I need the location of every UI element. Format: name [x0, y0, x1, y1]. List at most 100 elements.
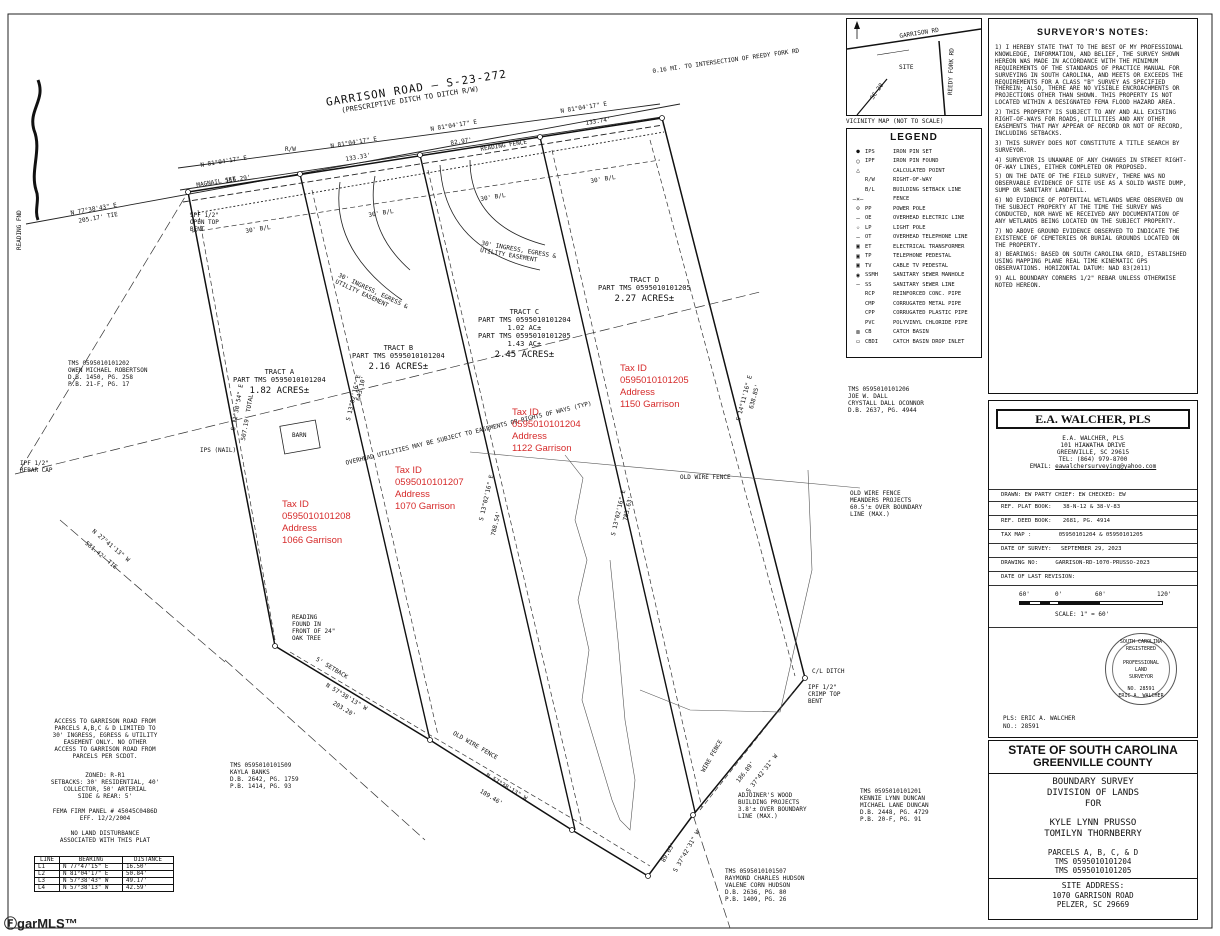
- note-8: 8) BEARINGS: BASED ON SOUTH CAROLINA GRI…: [995, 252, 1187, 273]
- title-block: E.A. WALCHER, PLS E.A. WALCHER, PLS 101 …: [988, 400, 1198, 738]
- tax-id-annotation-4: Tax ID 0595010101205 Address 1150 Garris…: [620, 363, 689, 410]
- note-9: 9) ALL BOUNDARY CORNERS 1/2" REBAR UNLES…: [995, 276, 1176, 290]
- notes-title: SURVEYOR'S NOTES:: [1037, 27, 1149, 37]
- mls-watermark: ⒻgarMLS™: [4, 916, 78, 931]
- setback-lines: [191, 139, 796, 867]
- state-title: STATE OF SOUTH CAROLINA: [1008, 743, 1178, 757]
- pls-name: PLS: ERIC A. WALCHER: [1003, 715, 1076, 722]
- scale-bar: 60' 0' 60' 120' SCALE: 1" = 60': [1019, 591, 1172, 618]
- surveyor-seal: SOUTH CAROLINA REGISTERED PROFESSIONAL L…: [1105, 633, 1177, 705]
- drawing-no-row: DRAWING NO: GARRISON-RD-1070-PRUSSO-2023: [989, 557, 1197, 569]
- company-tel: TEL: (864) 979-8700: [1058, 456, 1128, 463]
- tax-id-annotation-3: Tax ID 0595010101204 Address 1122 Garris…: [512, 407, 581, 454]
- client-block: STATE OF SOUTH CAROLINA GREENVILLE COUNT…: [988, 740, 1198, 920]
- oak-tree-label: READING FOUND IN FRONT OF 24" OAK TREE: [292, 614, 336, 642]
- vicinity-site-label: SITE: [899, 64, 914, 71]
- drawing-border: [7, 13, 1213, 929]
- tax-map-row: TAX MAP : 05950101204 & 05950101205: [989, 529, 1197, 541]
- legend-item: —×—FENCE: [852, 195, 910, 203]
- crimp-top-label: IPF 1/2" CRIMP TOP BENT: [808, 684, 841, 705]
- note-3: 3) THIS SURVEY DOES NOT CONSTITUTE A TIT…: [995, 140, 1180, 154]
- company-email: EMAIL: eawalchersurveying@yahoo.com: [1029, 463, 1157, 470]
- tax-id-annotation-2: Tax ID 0595010101207 Address 1070 Garris…: [395, 465, 464, 512]
- last-revision-row: DATE OF LAST REVISION:: [989, 571, 1197, 583]
- note-6: 6) NO EVIDENCE OF POTENTIAL WETLANDS WER…: [995, 198, 1183, 225]
- deed-book-row: REF. DEED BOOK: 2681, PG. 4914: [989, 515, 1197, 527]
- surveyor-notes: SURVEYOR'S NOTES: 1) I HEREBY STATE THAT…: [988, 18, 1198, 394]
- old-wire-fence-label: OLD WIRE FENCE: [680, 474, 731, 481]
- tract-b: TRACT B PART TMS 0595010101204 2.16 ACRE…: [352, 344, 445, 372]
- wire-fences: [469, 451, 861, 831]
- reading-found-label: READING FND: [16, 210, 23, 250]
- tract-d: TRACT D PART TMS 0595010101205 2.27 ACRE…: [598, 276, 691, 304]
- barn-label: BARN: [292, 432, 307, 439]
- tract-lines: [299, 136, 696, 831]
- survey-date-row: DATE OF SURVEY: SEPTEMBER 29, 2023: [989, 543, 1197, 555]
- note-7: 7) NO ABOVE GROUND EVIDENCE OBSERVED TO …: [995, 228, 1180, 249]
- drawn-row: DRAWN: EW PARTY CHIEF: EW CHECKED: EW: [989, 489, 1197, 501]
- tie-lines: [19, 191, 731, 929]
- plat-book-row: REF. PLAT BOOK: 38-N-12 & 38-V-83: [989, 501, 1197, 513]
- county-title: GREENVILLE COUNTY: [1033, 757, 1153, 769]
- company-name: E.A. WALCHER, PLS: [996, 409, 1190, 429]
- legend-title: LEGEND: [890, 132, 938, 143]
- vicinity-caption: VICINITY MAP (NOT TO SCALE): [846, 118, 944, 125]
- company-city: GREENVILLE, SC 29615: [1056, 449, 1130, 456]
- rw-label: R/W: [285, 146, 296, 153]
- cl-ditch-label: C/L DITCH: [812, 668, 845, 675]
- tract-a: TRACT A PART TMS 0595010101204 1.82 ACRE…: [233, 368, 326, 396]
- legend-item: △CALCULATED POINT: [856, 167, 945, 175]
- west-ditch: [31, 79, 42, 221]
- easement-curves: [338, 159, 546, 301]
- client-1: KYLE LYNN PRUSSO: [1049, 818, 1137, 828]
- scale-text: SCALE: 1" = 60': [1055, 611, 1110, 618]
- tract-c: TRACT C PART TMS 0595010101204 1.02 AC± …: [478, 308, 571, 360]
- fence-encroach-label: OLD WIRE FENCE MEANDERS PROJECTS 60.5'± …: [850, 490, 923, 518]
- company-person: E.A. WALCHER, PLS: [1062, 435, 1124, 442]
- overhead-utilities: [14, 291, 761, 475]
- tax-id-annotation-1: Tax ID 0595010101208 Address 1066 Garris…: [282, 499, 351, 546]
- note-5: 5) ON THE DATE OF THE FIELD SURVEY, THER…: [995, 174, 1187, 195]
- note-4: 4) SURVEYOR IS UNAWARE OF ANY CHANGES IN…: [995, 157, 1187, 171]
- pins: [185, 115, 808, 879]
- open-top-label: IPF 1/2" OPEN TOP BENT: [190, 212, 219, 233]
- site-address-label: SITE ADDRESS:: [1061, 881, 1125, 890]
- note-2: 2) THIS PROPERTY IS SUBJECT TO ANY AND A…: [995, 110, 1183, 137]
- ips-nail-label: IPS (NAIL): [200, 447, 237, 454]
- ipf-rebar-label: IPF 1/2" REBAR CAP: [20, 460, 53, 474]
- wood-building-label: ADJOINER'S WOOD BUILDING PROJECTS 3.8'± …: [738, 792, 807, 820]
- road-lines: [25, 103, 681, 225]
- barn-shape: [279, 419, 321, 455]
